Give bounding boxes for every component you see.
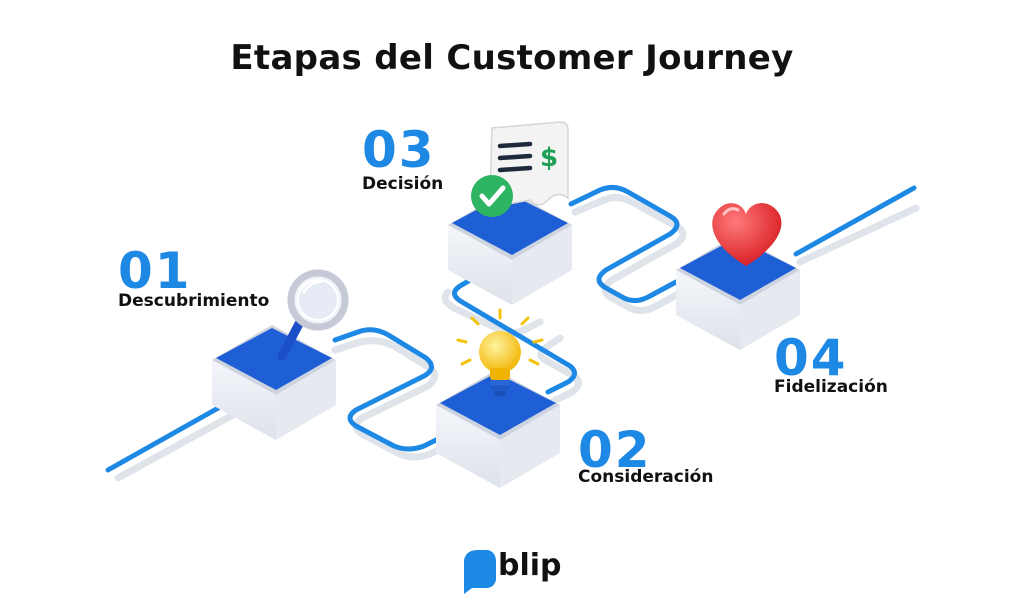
stage-label-03: Decisión	[362, 174, 444, 194]
stage-number-01: 01	[118, 242, 192, 300]
stage-number-02: 02	[578, 421, 652, 479]
lightbulb-icon	[456, 308, 544, 396]
stage-number-03: 03	[362, 121, 436, 179]
stage-block-01	[212, 325, 336, 440]
stage-label-02: Consideración	[578, 467, 714, 487]
stage-block-02	[436, 370, 560, 488]
stage-block-03	[448, 190, 572, 305]
magnifier-icon	[277, 269, 349, 361]
stage-label-04: Fidelización	[774, 377, 888, 397]
stage-label-01: Descubrimiento	[118, 291, 270, 311]
invoice-check-icon: $	[471, 121, 569, 217]
heart-icon	[712, 203, 782, 266]
stage-number-04: 04	[774, 329, 848, 387]
track-shadow	[114, 193, 920, 482]
brand-logo-text: blip	[498, 548, 562, 583]
page-title: Etapas del Customer Journey	[230, 38, 794, 78]
stage-block-04	[676, 235, 800, 350]
track-main	[105, 184, 917, 473]
brand-bubble-icon	[464, 550, 496, 594]
svg-text:$: $	[540, 143, 558, 173]
